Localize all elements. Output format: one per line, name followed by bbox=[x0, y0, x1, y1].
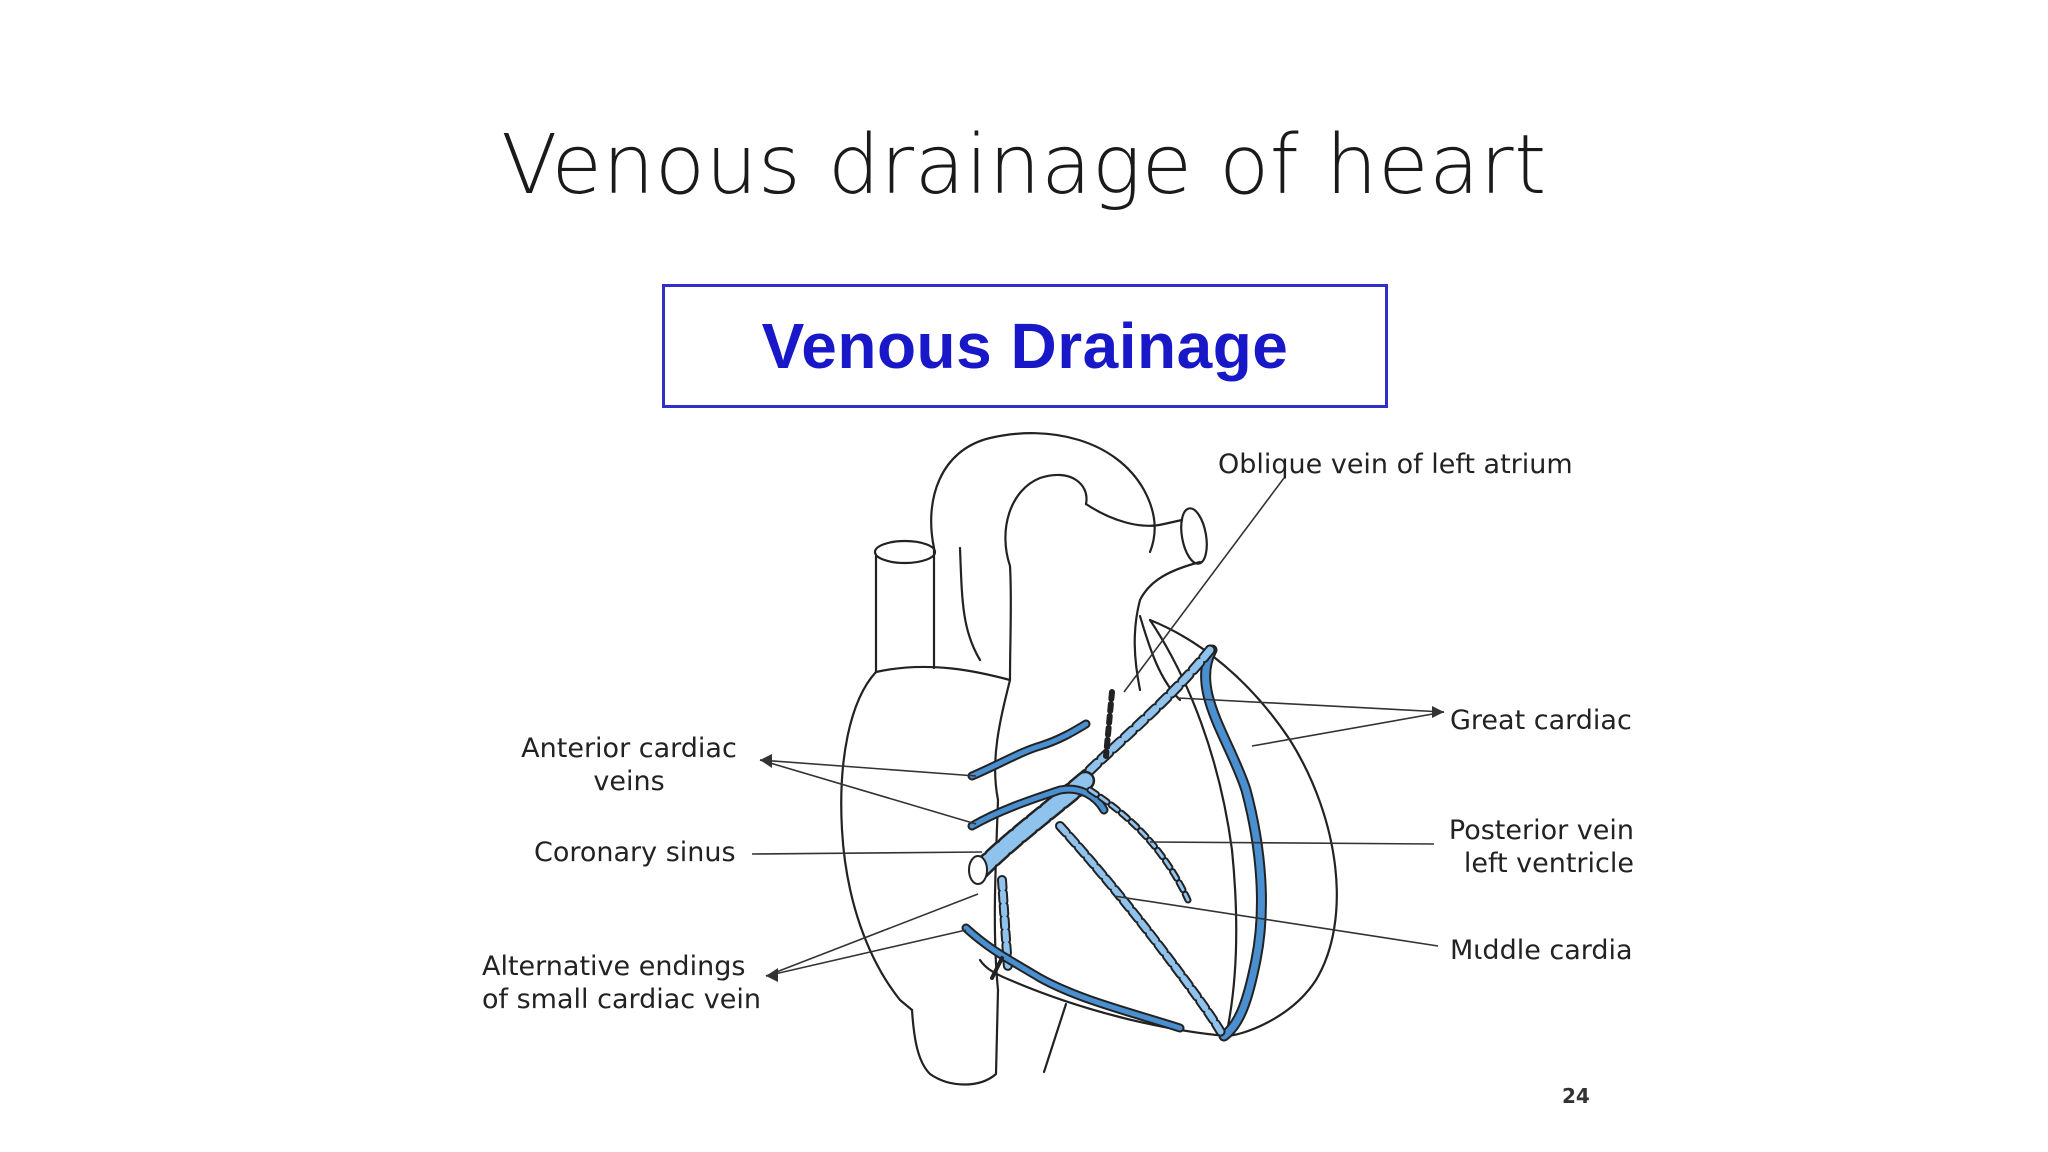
label-alternative-line1: Alternative endings bbox=[482, 951, 746, 982]
diagram-title-text: Venous Drainage bbox=[761, 310, 1289, 382]
label-alternative-line2: of small cardiac vein bbox=[482, 984, 761, 1015]
leader-anterior-2 bbox=[759, 759, 977, 825]
label-anterior-line1: Anterior cardiac bbox=[521, 733, 737, 764]
leader-alt-2 bbox=[765, 929, 967, 977]
lower-vessel bbox=[1042, 1002, 1068, 1074]
leader-anterior-1 bbox=[759, 759, 977, 777]
aortic-arch-inner bbox=[1004, 473, 1088, 682]
label-posterior-line2: left ventricle bbox=[1463, 848, 1634, 879]
veins bbox=[961, 644, 1267, 1042]
label-middle-cardiac: Mιddle cardia bbox=[1450, 935, 1633, 966]
heart-outline bbox=[840, 432, 1338, 1086]
leader-lines bbox=[751, 477, 1445, 977]
aortic-arch-outer bbox=[930, 432, 1156, 554]
label-coronary-sinus: Coronary sinus bbox=[534, 837, 736, 868]
leader-coronary bbox=[751, 851, 983, 855]
ascending-aorta bbox=[958, 546, 982, 662]
pulmonary-lower bbox=[1133, 560, 1202, 692]
label-oblique-vein: Oblique vein of left atrium bbox=[1218, 449, 1573, 480]
leader-oblique bbox=[1123, 477, 1285, 693]
leader-middle bbox=[1113, 895, 1439, 947]
inferior-border bbox=[978, 958, 1228, 1038]
leader-great-2 bbox=[1251, 711, 1445, 747]
left-border bbox=[1148, 618, 1338, 1038]
right-atrium bbox=[840, 670, 914, 1012]
label-posterior-vein: Posterior vein left ventricle bbox=[1408, 814, 1634, 880]
page-number: 24 bbox=[1562, 1084, 1590, 1108]
superior-vena-cava bbox=[874, 546, 936, 674]
middle-cardiac-vein bbox=[1055, 821, 1227, 1039]
label-anterior-line2: veins bbox=[593, 766, 665, 797]
slide-title: Venous drainage of heart bbox=[501, 118, 1547, 213]
inferior-vena-cava bbox=[910, 988, 1000, 1086]
label-alternative-endings: Alternative endings of small cardiac vei… bbox=[482, 950, 761, 1016]
pulmonary-opening bbox=[1180, 507, 1208, 565]
interventricular-groove bbox=[1148, 618, 1238, 1038]
leader-alt-1 bbox=[765, 893, 979, 977]
label-posterior-line1: Posterior vein bbox=[1448, 815, 1634, 846]
leader-posterior bbox=[1149, 841, 1435, 845]
av-groove bbox=[874, 665, 1012, 992]
label-anterior-cardiac: Anterior cardiac veins bbox=[514, 732, 744, 798]
svc-opening bbox=[873, 539, 937, 565]
pulmonary-trunk bbox=[1084, 502, 1184, 527]
leader-great-1 bbox=[1177, 697, 1445, 713]
diagram-title-box: Venous Drainage bbox=[662, 284, 1388, 408]
label-great-cardiac: Great cardiac bbox=[1450, 705, 1632, 736]
arrowheads bbox=[760, 706, 1444, 982]
